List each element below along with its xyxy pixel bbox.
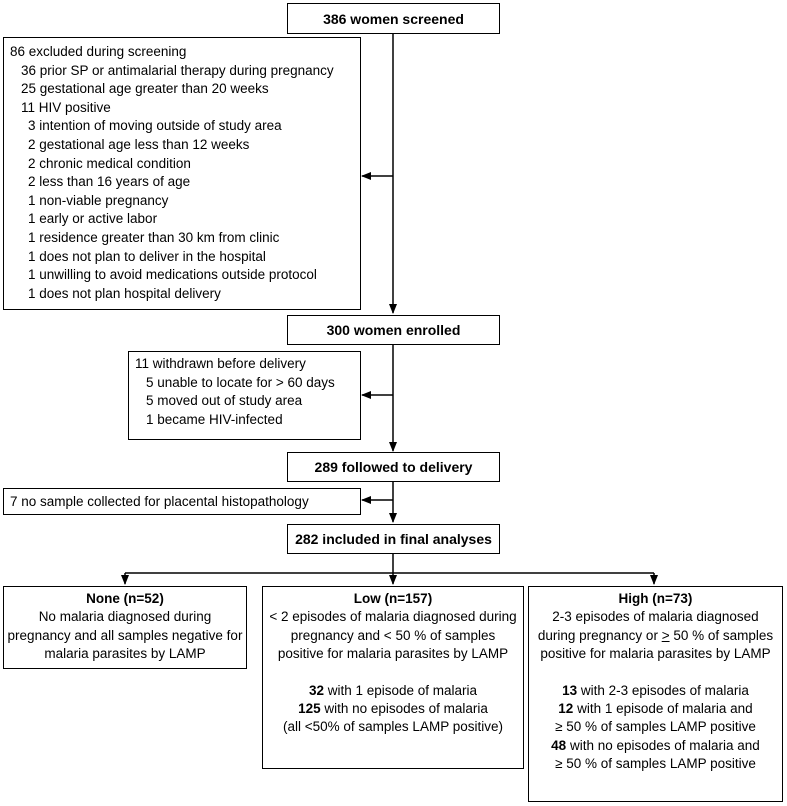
excluded-item: 2 less than 16 years of age [28,174,191,190]
final-box: 282 included in final analyses [287,524,500,554]
excluded-screening-box: 86 excluded during screening 36 prior SP… [3,37,361,310]
final-label: 282 included in final analyses [295,531,492,547]
group-high-stat-3-cont: ≥ 50 % of samples LAMP positive [555,756,756,772]
group-low-stat-1: 32 with 1 episode of malaria [266,682,520,700]
screened-box: 386 women screened [287,3,500,34]
group-none-title: None (n=52) [86,591,164,606]
excluded-header: 86 excluded during screening [10,44,187,59]
group-high-box: High (n=73) 2-3 episodes of malaria diag… [528,586,783,802]
group-none-description: No malaria diagnosed during pregnancy an… [7,609,243,662]
withdrawn-box: 11 withdrawn before delivery 5 unable to… [128,351,361,440]
group-high-stat-2: 12 with 1 episode of malaria and [532,700,779,718]
group-low-box: Low (n=157) < 2 episodes of malaria diag… [262,586,524,769]
withdrawn-header: 11 withdrawn before delivery [135,356,306,371]
group-high-stat-3-count: 48 [551,737,567,753]
excluded-item: 1 unwilling to avoid medications outside… [28,267,317,283]
excluded-item: 1 residence greater than 30 km from clin… [28,229,280,245]
group-high-stat-3-text: with no episodes of malaria and [566,737,760,753]
group-low-stat-2: 125 with no episodes of malaria [266,700,520,718]
withdrawn-item: 1 became HIV-infected [146,411,283,427]
group-low-stat-2-count: 125 [298,701,321,717]
group-high-stat-3: 48 with no episodes of malaria and [532,737,779,755]
screened-label: 386 women screened [323,10,464,27]
excluded-item: 1 non-viable pregnancy [28,192,169,208]
excluded-item: 2 gestational age less than 12 weeks [28,136,250,152]
excluded-item: 1 does not plan hospital delivery [28,285,221,301]
group-high-title: High (n=73) [618,591,693,606]
group-high-stat-1-text: with 2-3 episodes of malaria [577,682,749,698]
excluded-item: 1 early or active labor [28,211,158,227]
withdrawn-item: 5 moved out of study area [146,393,303,409]
excluded-item: 25 gestational age greater than 20 weeks [21,81,269,97]
group-high-stat-1-count: 13 [562,682,578,698]
excluded-item: 3 intention of moving outside of study a… [28,118,282,134]
group-high-stat-1: 13 with 2-3 episodes of malaria [532,682,779,700]
no-sample-box: 7 no sample collected for placental hist… [3,488,361,515]
group-high-desc-part1: 2-3 episodes of malaria diagnosed during… [537,609,759,643]
enrolled-label: 300 women enrolled [326,322,461,338]
group-low-description: < 2 episodes of malaria diagnosed during… [269,609,517,662]
group-low-title: Low (n=157) [353,591,433,606]
followed-label: 289 followed to delivery [314,459,473,475]
group-high-description: 2-3 episodes of malaria diagnosed during… [532,608,779,663]
group-high-ge-symbol: > [661,627,670,643]
no-sample-label: 7 no sample collected for placental hist… [10,494,309,509]
excluded-item: 11 HIV positive [21,99,111,115]
group-high-stat-2-cont: ≥ 50 % of samples LAMP positive [555,719,756,735]
excluded-item: 36 prior SP or antimalarial therapy duri… [21,62,334,78]
enrolled-box: 300 women enrolled [287,315,500,345]
group-low-stat-2-text: with no episodes of malaria [320,701,488,717]
group-low-note: (all <50% of samples LAMP positive) [283,719,503,735]
excluded-item: 1 does not plan to deliver in the hospit… [28,248,266,264]
group-low-stat-1-count: 32 [308,682,324,698]
group-high-stat-2-text: with 1 episode of malaria and [573,701,753,717]
group-low-stat-1-text: with 1 episode of malaria [323,682,478,698]
followed-box: 289 followed to delivery [287,452,500,482]
excluded-item: 2 chronic medical condition [28,155,191,171]
group-high-desc-part2: 50 % of samples positive for malaria par… [540,627,774,662]
group-none-box: None (n=52) No malaria diagnosed during … [3,586,247,669]
group-high-stat-2-count: 12 [558,701,574,717]
withdrawn-item: 5 unable to locate for > 60 days [146,374,335,390]
